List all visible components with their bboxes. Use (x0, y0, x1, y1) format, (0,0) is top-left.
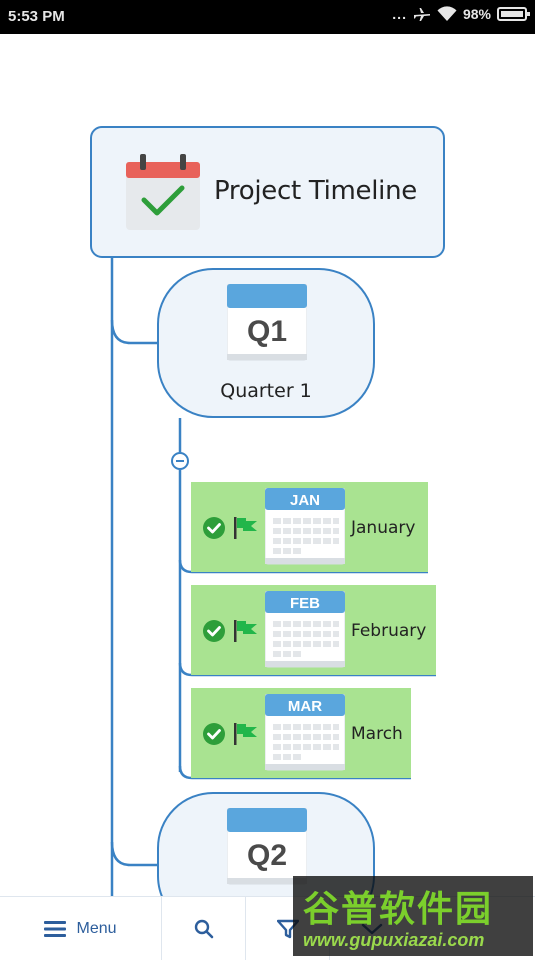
menu-button[interactable]: Menu (0, 897, 162, 960)
calendar-jan-icon: JAN (265, 488, 345, 565)
watermark-logo: 谷普软件园 www.gupuxiazai.com (293, 876, 533, 956)
january-label: January (351, 518, 416, 538)
collapse-q1-button[interactable] (171, 452, 189, 470)
mar-underline (178, 765, 411, 780)
hamburger-icon (44, 921, 67, 937)
root-title: Project Timeline (214, 176, 417, 206)
green-flag-icon (234, 517, 257, 539)
march-label: March (351, 724, 403, 744)
search-button[interactable] (162, 897, 246, 960)
green-flag-icon (234, 723, 257, 745)
mar-badge-text: MAR (288, 698, 322, 715)
jan-badge-text: JAN (290, 492, 320, 509)
watermark-chinese-text: 谷普软件园 (303, 889, 494, 930)
q2-badge-text: Q2 (247, 839, 287, 872)
battery-icon (497, 7, 530, 21)
green-flag-icon (234, 620, 257, 642)
q1-label: Quarter 1 (220, 380, 312, 402)
q1-connector (110, 319, 158, 345)
quarter-node-q1[interactable]: Q1 Quarter 1 (157, 268, 375, 418)
feb-underline (178, 662, 436, 677)
q1-badge-icon: Q1 (227, 284, 307, 361)
check-circle-icon (203, 517, 225, 539)
check-circle-icon (203, 723, 225, 745)
search-icon (194, 919, 213, 939)
q2-connector (110, 841, 158, 867)
calendar-feb-icon: FEB (265, 591, 345, 668)
february-label: February (351, 621, 427, 641)
notification-dots: ... (392, 6, 407, 22)
menu-label: Menu (76, 920, 117, 937)
month-node-february[interactable]: FEB February (191, 585, 436, 675)
watermark-url: www.gupuxiazai.com (303, 930, 485, 950)
q2-badge-icon: Q2 (227, 808, 307, 885)
status-bar: 5:53 PM ... 98% (0, 0, 535, 34)
wifi-icon (437, 6, 457, 22)
q1-badge-text: Q1 (247, 315, 287, 348)
status-time: 5:53 PM (8, 8, 65, 25)
status-icons: ... 98% (392, 6, 530, 22)
check-circle-icon (203, 620, 225, 642)
root-node-project-timeline[interactable]: Project Timeline (90, 126, 445, 258)
month-node-march[interactable]: MAR March (191, 688, 411, 778)
battery-percent: 98% (462, 6, 491, 22)
month-node-january[interactable]: JAN January (191, 482, 428, 572)
calendar-check-icon (126, 154, 200, 230)
airplane-mode-icon (413, 8, 430, 21)
feb-badge-text: FEB (290, 595, 320, 612)
jan-underline (178, 559, 428, 574)
calendar-mar-icon: MAR (265, 694, 345, 771)
